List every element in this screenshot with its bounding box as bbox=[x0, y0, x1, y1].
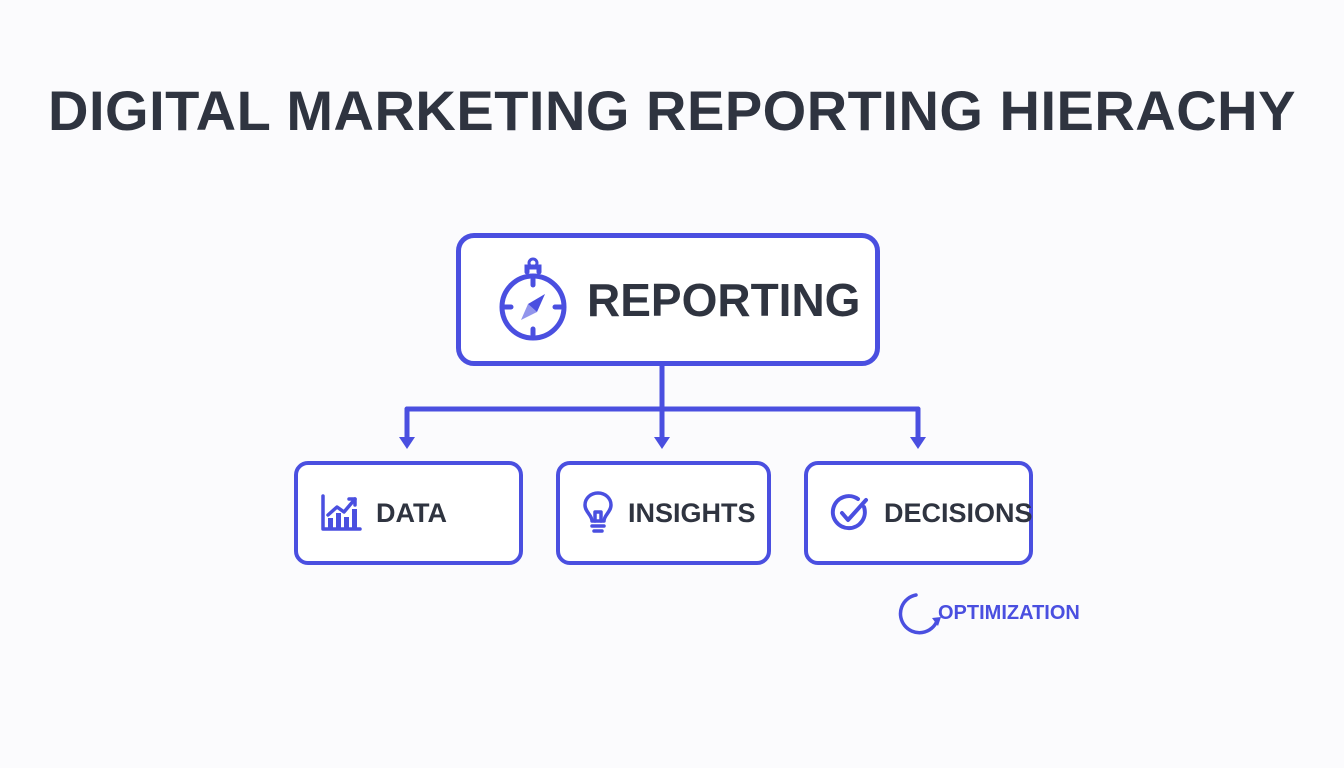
arrowhead-data bbox=[399, 437, 415, 449]
diagram-title: DIGITAL MARKETING REPORTING HIERACHY bbox=[48, 79, 1296, 142]
optimization-annotation: OPTIMIZATION bbox=[898, 588, 1080, 638]
node-label-decisions: DECISIONS bbox=[884, 497, 1033, 528]
arrowhead-decisions bbox=[910, 437, 926, 449]
node-data: DATA bbox=[294, 461, 523, 565]
node-reporting: REPORTING bbox=[456, 233, 880, 366]
node-insights: INSIGHTS bbox=[556, 461, 771, 565]
optimization-label: OPTIMIZATION bbox=[938, 601, 1080, 624]
arrowhead-insights bbox=[654, 437, 670, 449]
check-circle-icon bbox=[830, 494, 868, 531]
node-label-data: DATA bbox=[376, 497, 447, 528]
node-label-insights: INSIGHTS bbox=[628, 497, 756, 528]
node-decisions: DECISIONS bbox=[804, 461, 1033, 565]
cycle-arrow-icon bbox=[898, 593, 941, 635]
compass-icon bbox=[499, 257, 567, 340]
bar-chart-icon bbox=[321, 494, 362, 531]
node-label-reporting: REPORTING bbox=[587, 273, 861, 326]
lightbulb-icon bbox=[583, 491, 613, 533]
